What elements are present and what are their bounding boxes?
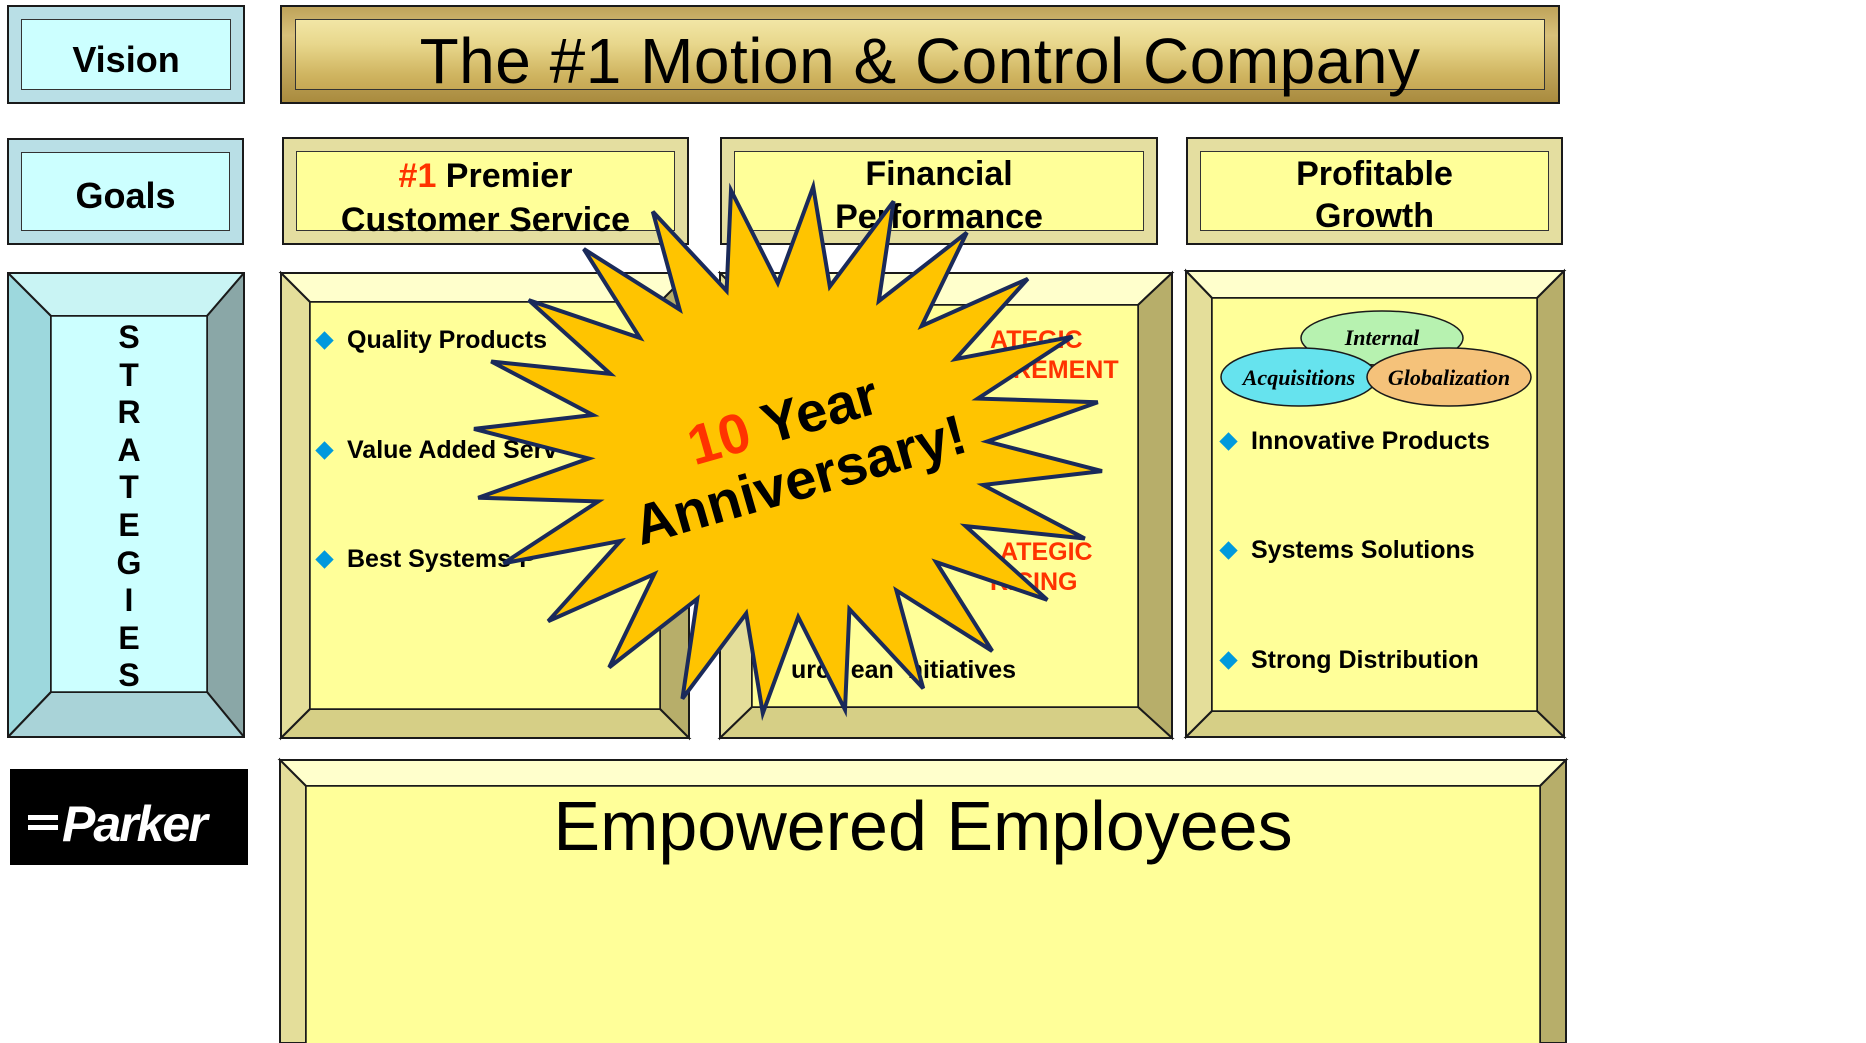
strategies-letter: S <box>118 319 140 355</box>
bullet-diamond-icon <box>1219 651 1238 670</box>
strategies-letter: T <box>119 469 139 506</box>
financial-strategy-1-line1: ATEGIC <box>990 326 1083 354</box>
strategies-letter: E <box>118 619 140 656</box>
goal-growth: Profitable Growth <box>1186 137 1563 245</box>
vision-label: Vision <box>72 39 180 80</box>
growth-item-innovative: Innovative Products <box>1219 427 1490 456</box>
vision-banner: The #1 Motion & Control Company <box>280 5 1560 104</box>
bullet-diamond-icon <box>1219 541 1238 560</box>
financial-strategy-1-line2: UREMENT <box>995 356 1119 384</box>
strategies-letter: E <box>118 507 140 543</box>
goals-label-box: Goals <box>7 138 244 245</box>
strategies-bevel <box>5 270 247 740</box>
financial-strategy-2-line1: ATEGIC <box>1000 538 1093 566</box>
strategy-item-value-added: Value Added Serv <box>315 436 557 465</box>
vision-label-box: Vision <box>7 5 245 104</box>
financial-strategy-3: urc ean nitiatives <box>759 656 1016 685</box>
growth-item-distribution: Strong Distribution <box>1219 646 1479 675</box>
bullet-diamond-icon <box>315 550 334 569</box>
oval-globalization-label: Globalization <box>1388 365 1510 390</box>
parker-logo-mark: Parker <box>28 796 212 852</box>
financial-strategy-2-line2: RICING <box>990 568 1078 596</box>
strategy-item-quality-products: Quality Products <box>315 326 547 355</box>
growth-item-systems: Systems Solutions <box>1219 536 1475 565</box>
oval-internal-label: Internal <box>1344 325 1420 350</box>
oval-acquisitions-label: Acquisitions <box>1241 365 1355 390</box>
footer-banner-bevel <box>277 757 1569 1043</box>
strategies-letter: I <box>124 582 134 619</box>
parker-logo: Parker <box>10 769 248 865</box>
empowered-employees-banner: Empowered Employees <box>553 787 1293 865</box>
svg-text:Parker: Parker <box>62 796 210 852</box>
strategies-letter: A <box>117 431 141 468</box>
oval-globalization <box>1366 347 1532 407</box>
strategy-item-best-systems: Best Systems-P <box>315 545 536 574</box>
growth-ovals: Internal Acquisitions Globalization <box>1220 310 1532 407</box>
bullet-diamond-icon <box>315 331 334 350</box>
strategies-letter: S <box>118 657 140 694</box>
strategies-letter: R <box>117 394 141 431</box>
goal-growth-line2: Growth <box>1315 197 1434 235</box>
bullet-diamond-icon <box>315 441 334 460</box>
goal-number-one: #1 <box>398 157 437 195</box>
goal-growth-line1: Profitable <box>1296 155 1453 193</box>
bullet-diamond-icon <box>759 661 778 680</box>
bullet-diamond-icon <box>1219 432 1238 451</box>
strategies-letter: T <box>119 356 139 393</box>
vision-statement: The #1 Motion & Control Company <box>419 25 1421 97</box>
goals-label: Goals <box>75 175 176 216</box>
strategies-letter: G <box>116 544 142 581</box>
